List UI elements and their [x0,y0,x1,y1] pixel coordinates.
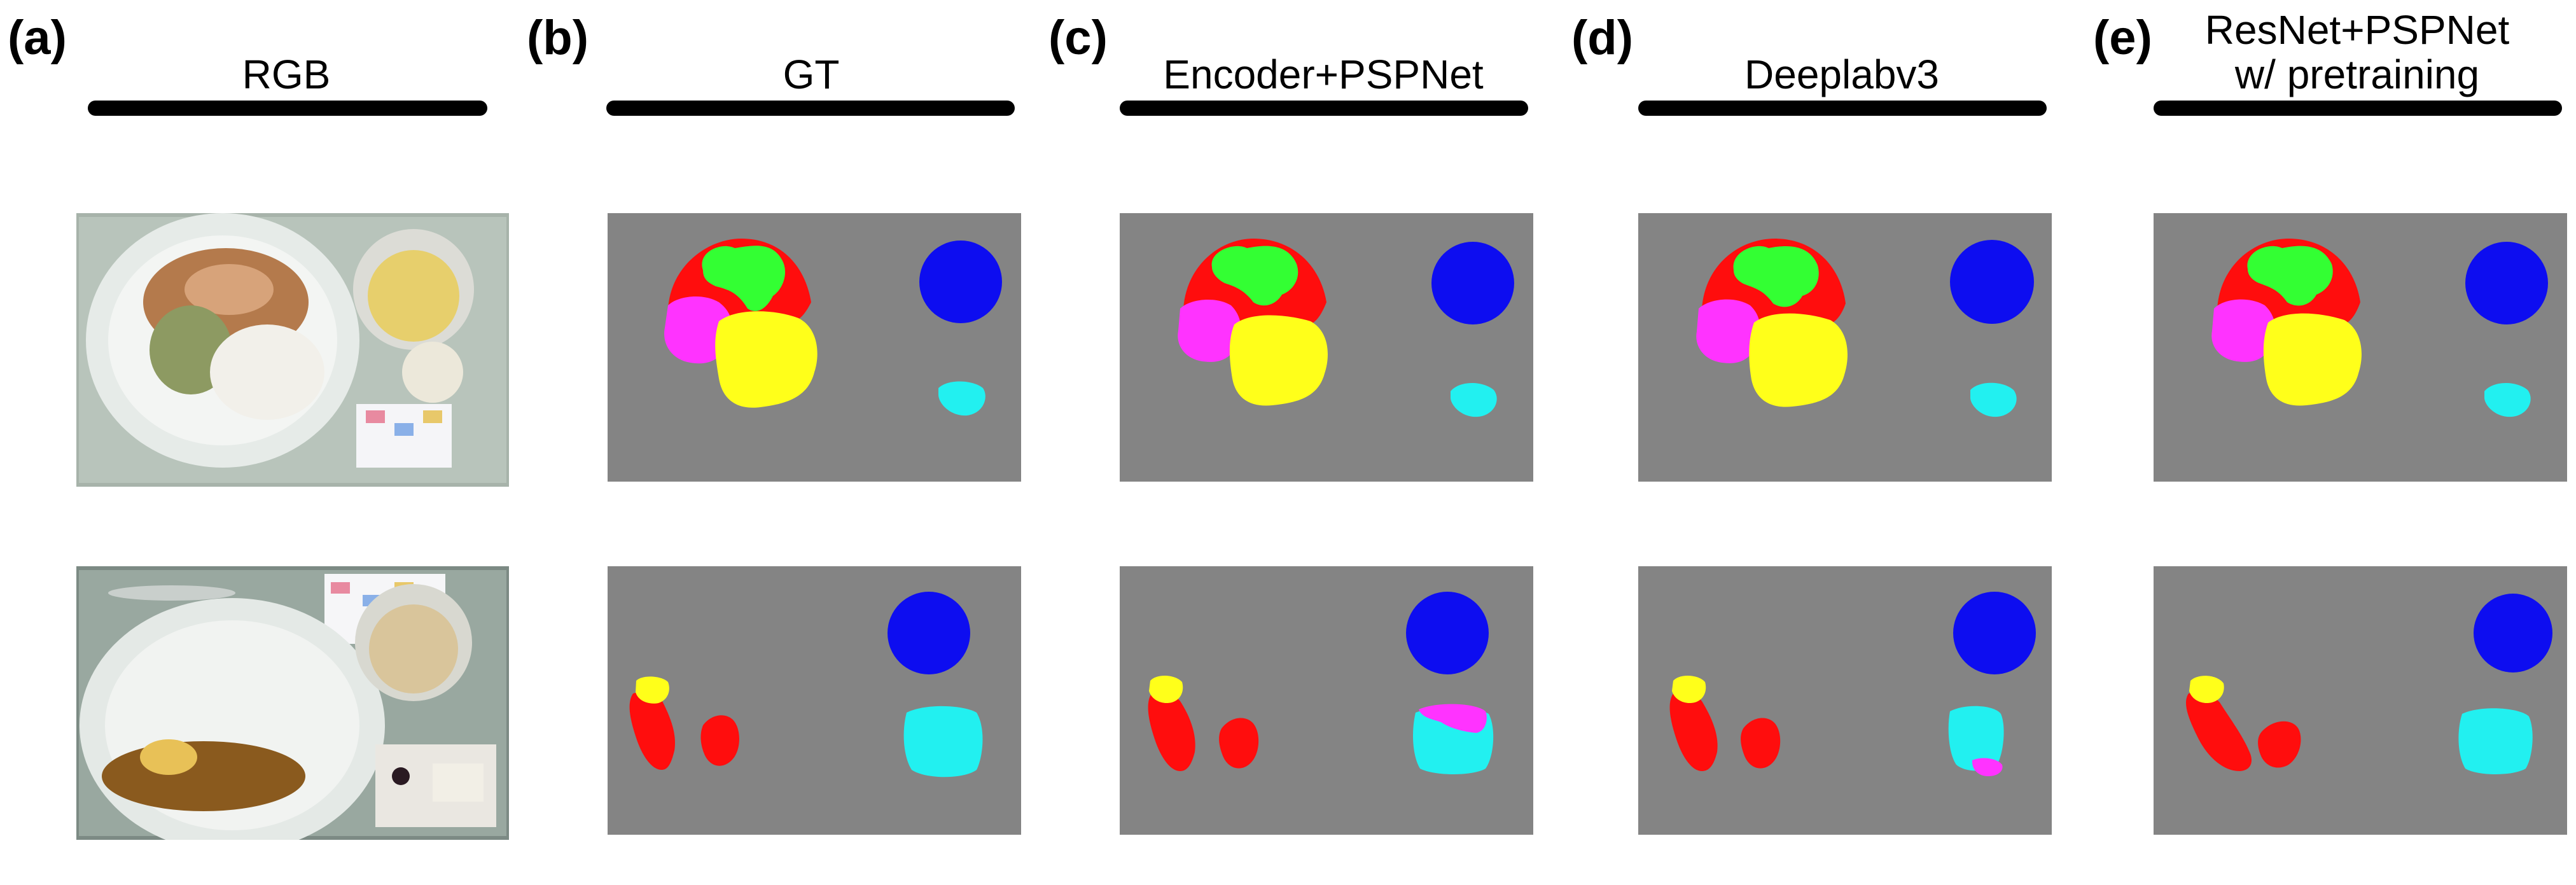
column-title-encoder-pspnet: Encoder+PSPNet [1120,52,1527,97]
column-title-line1: GT [783,52,840,97]
resnet-pspnet-mask-bottom [2154,566,2567,835]
panel-letter-a: (a) [8,11,67,65]
column-rule-b [606,101,1015,116]
column-title-line1: ResNet+PSPNet [2204,7,2510,53]
column-rule-a [88,101,487,116]
gt-mask-bottom [608,566,1021,835]
column-title-line2: w/ pretraining [2234,52,2480,98]
column-title-rgb: RGB [89,52,484,97]
column-title-gt: GT [608,52,1015,97]
rgb-photo-bottom [76,566,509,840]
column-title-line1: RGB [242,52,331,97]
column-rule-d [1638,101,2047,116]
rgb-photo-top [76,213,509,487]
resnet-pspnet-mask-top [2154,213,2567,482]
column-title-line1: Encoder+PSPNet [1163,52,1484,97]
panel-letter-e: (e) [2093,11,2152,65]
column-rule-e [2154,101,2562,116]
deeplabv3-mask-top [1638,213,2052,482]
encoder-pspnet-mask-top [1120,213,1533,482]
panel-letter-c: (c) [1048,11,1108,65]
column-title-resnet-pspnet: ResNet+PSPNet w/ pretraining [2154,8,2561,97]
deeplabv3-mask-bottom [1638,566,2052,835]
encoder-pspnet-mask-bottom [1120,566,1533,835]
gt-mask-top [608,213,1021,482]
column-title-line1: Deeplabv3 [1744,52,1939,97]
panel-letter-b: (b) [527,11,589,65]
column-title-deeplabv3: Deeplabv3 [1638,52,2045,97]
column-rule-c [1120,101,1528,116]
panel-letter-d: (d) [1571,11,1634,65]
